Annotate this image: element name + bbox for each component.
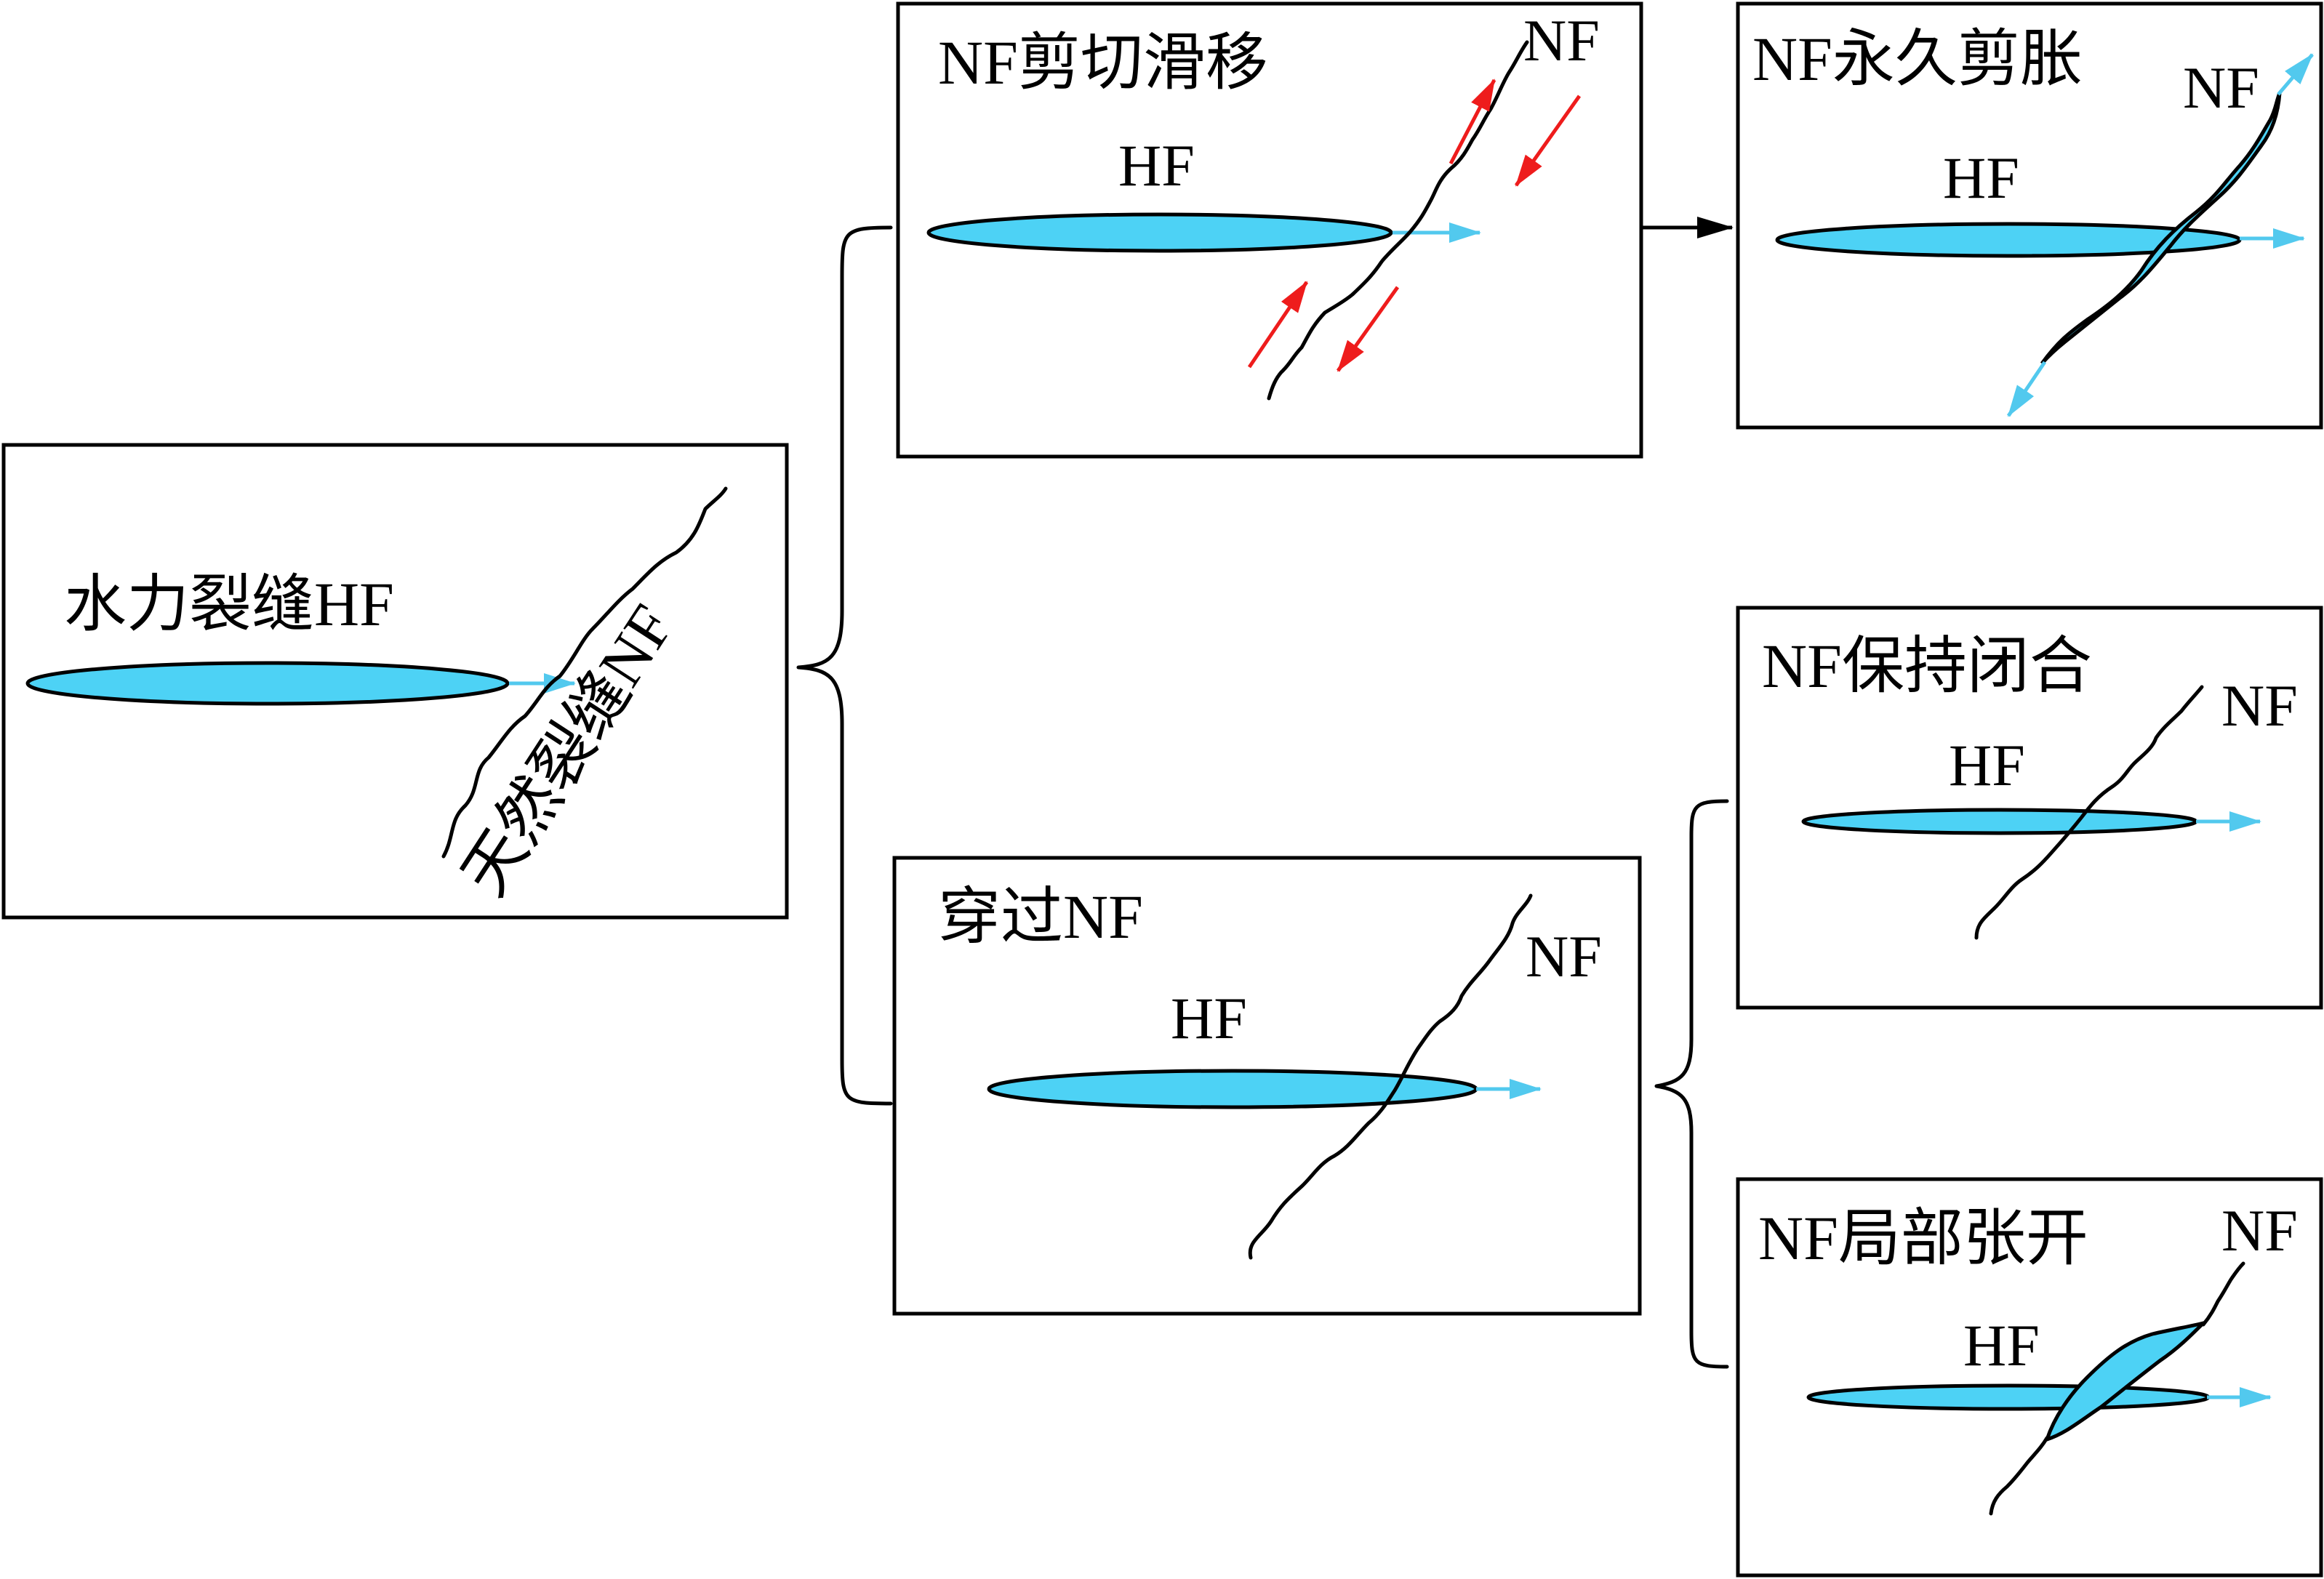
panel-start-title: 水力裂缝HF bbox=[64, 569, 394, 639]
dilation-arrow-down bbox=[2006, 361, 2047, 417]
panel-opening-nf-lower bbox=[1989, 1436, 2049, 1516]
panel-slip: NF剪切滑移 HF NF bbox=[896, 1, 1643, 459]
panel-closed-frame bbox=[1736, 606, 2323, 1010]
slip-arrow-up-right bbox=[1449, 79, 1496, 165]
natural-fracture bbox=[441, 486, 728, 859]
panel-closed-nf bbox=[1974, 685, 2204, 940]
panel-slip-title: NF剪切滑移 bbox=[938, 28, 1268, 97]
connectors bbox=[796, 217, 1734, 1369]
main-brace bbox=[796, 225, 893, 1106]
panel-cross-hf-label: HF bbox=[1171, 985, 1247, 1051]
panel-slip-nf-label: NF bbox=[1523, 7, 1600, 73]
sub-brace bbox=[1654, 799, 1729, 1369]
panel-cross: 穿过NF HF NF bbox=[892, 856, 1642, 1316]
panel-opening-hf bbox=[1806, 1383, 2211, 1411]
panel-opening-nf-label: NF bbox=[2221, 1197, 2298, 1263]
dilation-arrow-up bbox=[2277, 53, 2314, 96]
slip-arrow-up-left bbox=[1247, 281, 1309, 369]
panel-slip-hf-label: HF bbox=[1118, 132, 1195, 198]
panel-closed: NF保持闭合 HF NF bbox=[1736, 606, 2323, 1010]
panel-dilate-nf-label: NF bbox=[2183, 55, 2259, 121]
slip-arrow-down-right bbox=[1514, 95, 1582, 187]
panel-slip-hf bbox=[926, 212, 1393, 253]
slip-arrow-down-left bbox=[1336, 286, 1400, 372]
panel-cross-nf bbox=[1248, 893, 1533, 1260]
panel-dilate: NF永久剪胀 HF NF bbox=[1736, 1, 2323, 430]
panel-start: 水力裂缝HF 天然裂缝NF bbox=[1, 443, 789, 920]
panel-closed-hf-label: HF bbox=[1949, 732, 2025, 798]
panel-cross-nf-label: NF bbox=[1526, 923, 1602, 989]
panel-dilate-hf-label: HF bbox=[1943, 145, 2019, 211]
panel-opening-frame bbox=[1736, 1177, 2323, 1578]
panel-dilate-frame bbox=[1736, 1, 2323, 430]
panel-closed-hf bbox=[1801, 808, 2198, 835]
panel-cross-title: 穿过NF bbox=[938, 882, 1143, 952]
panel-closed-nf-label: NF bbox=[2221, 672, 2298, 739]
panel-opening: NF局部张开 HF NF bbox=[1736, 1177, 2323, 1578]
panel-opening-nf-upper bbox=[2201, 1261, 2245, 1327]
hydraulic-fracture bbox=[25, 661, 510, 706]
panel-dilate-title: NF永久剪胀 bbox=[1752, 24, 2083, 94]
panel-opening-title: NF局部张开 bbox=[1758, 1203, 2088, 1273]
panel-opening-hf-label: HF bbox=[1963, 1312, 2040, 1378]
panel-closed-title: NF保持闭合 bbox=[1762, 631, 2092, 701]
